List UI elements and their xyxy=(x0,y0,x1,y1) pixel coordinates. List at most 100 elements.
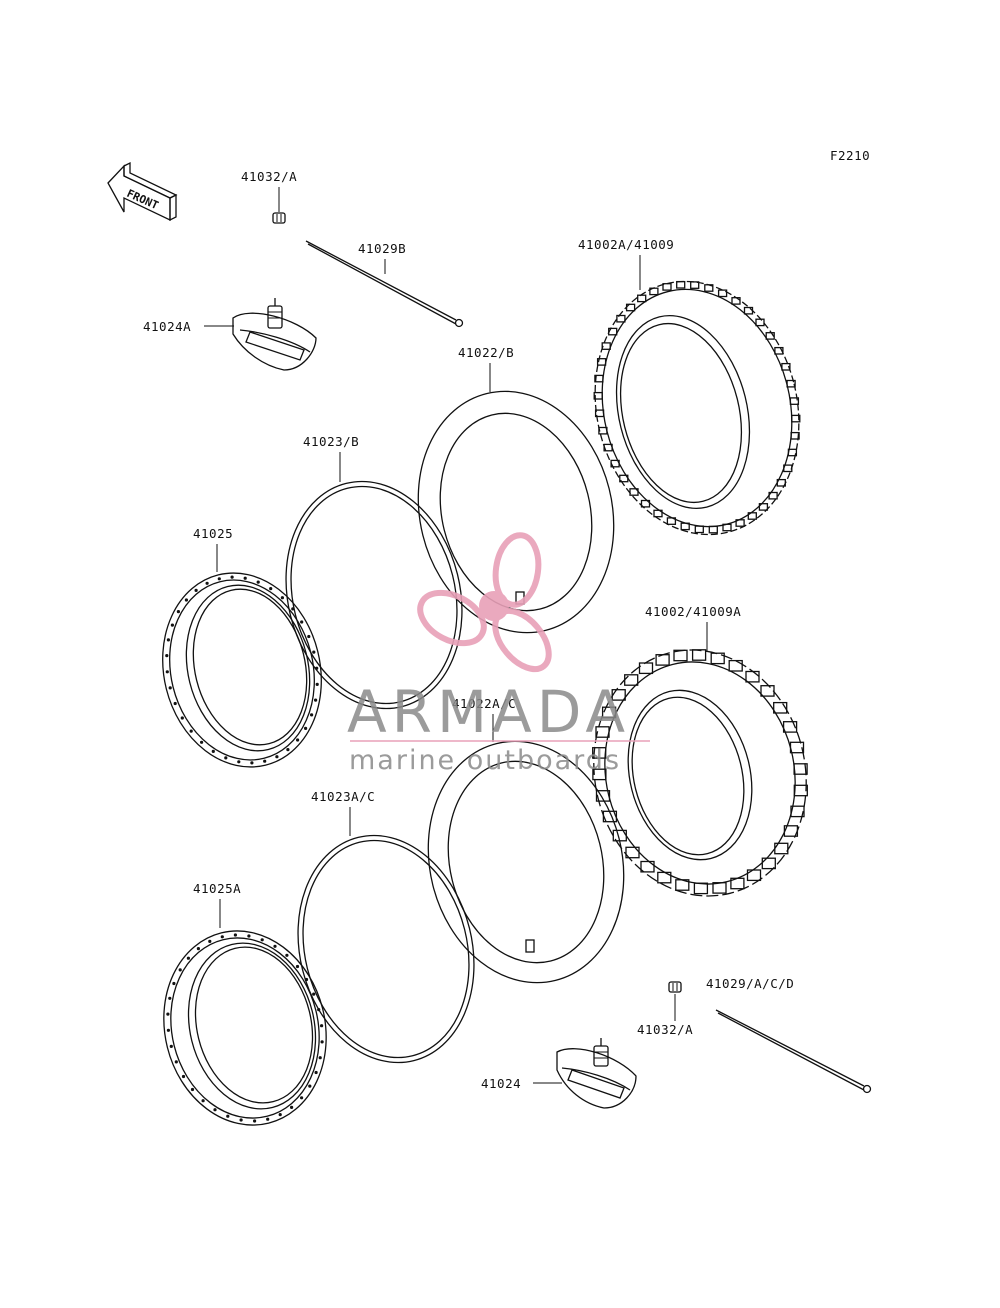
spoke-hole xyxy=(194,588,198,593)
spoke-hole xyxy=(304,977,309,982)
spoke-hole xyxy=(300,620,304,624)
tire-knob xyxy=(731,297,741,305)
part-41024[interactable]: 41024 xyxy=(481,1038,637,1109)
propeller-logo-icon xyxy=(417,532,552,673)
spoke-hole xyxy=(201,1099,205,1103)
spoke-hole xyxy=(213,1108,217,1112)
spoke-hole xyxy=(170,623,174,627)
tire-knob xyxy=(783,464,793,473)
spoke-hole xyxy=(295,964,300,969)
spoke-hole xyxy=(314,1070,318,1075)
tire-knob xyxy=(747,512,757,520)
tire-knob xyxy=(657,871,672,884)
part-41022a-c[interactable]: 41022A/C xyxy=(403,696,648,1004)
spoke-hole xyxy=(205,581,209,585)
spoke-hole xyxy=(239,1118,243,1122)
tire-knob xyxy=(793,763,808,775)
tire-knob xyxy=(787,448,798,457)
tire-knob xyxy=(662,283,672,291)
part-41023a-c[interactable]: 41023A/C xyxy=(275,789,498,1081)
part-41023-b[interactable]: 41023/B xyxy=(263,434,486,727)
tire-knob xyxy=(743,306,754,315)
tire-knob xyxy=(765,332,775,340)
tire-knob xyxy=(790,431,800,440)
part-41029b[interactable]: 41029B xyxy=(305,240,464,328)
part-label: 41002A/41009 xyxy=(578,237,674,252)
tire-knob xyxy=(717,289,728,298)
spoke-hole xyxy=(308,1084,312,1088)
spoke-hole xyxy=(300,1096,304,1100)
rim-lock-icon xyxy=(232,298,317,371)
tire-knob xyxy=(625,303,636,312)
tire-knob xyxy=(594,374,604,383)
tire-knob xyxy=(761,857,776,870)
spoke-hole xyxy=(291,607,295,611)
spoke-hole xyxy=(189,729,193,733)
spoke-hole xyxy=(266,1117,270,1121)
spoke-hole xyxy=(166,1028,170,1032)
spoke-hole xyxy=(247,934,251,938)
tire-knob xyxy=(619,474,629,483)
part-label: 41025 xyxy=(193,526,233,541)
part-41025[interactable]: 41025 xyxy=(143,526,342,784)
spoke-hole xyxy=(307,634,311,639)
tire-knob xyxy=(793,784,808,797)
tire-knob xyxy=(611,689,626,701)
diagram-code: F2210 xyxy=(830,148,870,163)
tire-knob xyxy=(790,805,805,818)
tire-knob xyxy=(768,491,778,500)
tire-knob xyxy=(782,721,798,733)
tire-knob xyxy=(722,523,732,532)
tire-knob xyxy=(704,284,714,292)
spoke-hole xyxy=(230,575,234,579)
part-41002-41009a[interactable]: 41002/41009A xyxy=(568,604,832,919)
spoke-hole xyxy=(318,1056,322,1060)
tire-knob xyxy=(735,519,745,527)
spoke-hole xyxy=(178,968,182,972)
spoke-hole xyxy=(312,992,316,996)
part-41002a-41009[interactable]: 41002A/41009 xyxy=(569,237,825,556)
tire-knob xyxy=(774,842,789,855)
tire-knob xyxy=(655,654,670,666)
spoke-hole xyxy=(286,748,290,752)
part-41024a[interactable]: 41024A xyxy=(143,298,317,371)
part-label: 41022A/C xyxy=(452,696,516,711)
front-rim-icon xyxy=(162,572,322,768)
tire-knob xyxy=(746,869,762,882)
tire-knob xyxy=(712,882,727,894)
rear-rim-icon xyxy=(163,930,327,1126)
tire-knob xyxy=(758,503,769,511)
rear-rim-band-icon xyxy=(297,834,475,1064)
tire-knob xyxy=(728,659,743,672)
spoke-hole xyxy=(184,598,188,602)
tire-knob xyxy=(594,409,605,418)
part-41032-a-bottom[interactable]: 41032/A xyxy=(637,981,693,1037)
spoke-hole xyxy=(176,610,180,614)
tire-knob xyxy=(730,877,745,890)
tire-knob xyxy=(781,362,791,371)
part-label: 41029/A/C/D xyxy=(706,976,794,991)
tire-knob xyxy=(786,379,796,388)
spoke-hole xyxy=(165,654,169,658)
spoke-hole xyxy=(263,759,267,763)
spoke-hole xyxy=(165,670,169,674)
part-label: 41024 xyxy=(481,1076,521,1091)
part-41029-acd[interactable]: 41029/A/C/D xyxy=(706,976,872,1094)
part-41032-a-top[interactable]: 41032/A xyxy=(241,169,297,224)
spoke-icon xyxy=(715,1009,872,1094)
spoke-hole xyxy=(320,1040,324,1044)
part-label: 41032/A xyxy=(241,169,297,184)
spoke-hole xyxy=(310,713,314,717)
tire-knob xyxy=(624,674,639,686)
spoke-hole xyxy=(250,761,254,765)
part-41025a[interactable]: 41025A xyxy=(144,881,347,1142)
spoke-hole xyxy=(312,650,316,654)
rear-tube-icon xyxy=(427,740,625,984)
spoke-hole xyxy=(190,1087,195,1092)
tire-knob xyxy=(745,670,760,683)
tire-knob xyxy=(638,662,654,675)
spoke-hole xyxy=(174,1060,178,1064)
tire-knob xyxy=(640,499,651,508)
spoke-icon xyxy=(305,240,464,328)
